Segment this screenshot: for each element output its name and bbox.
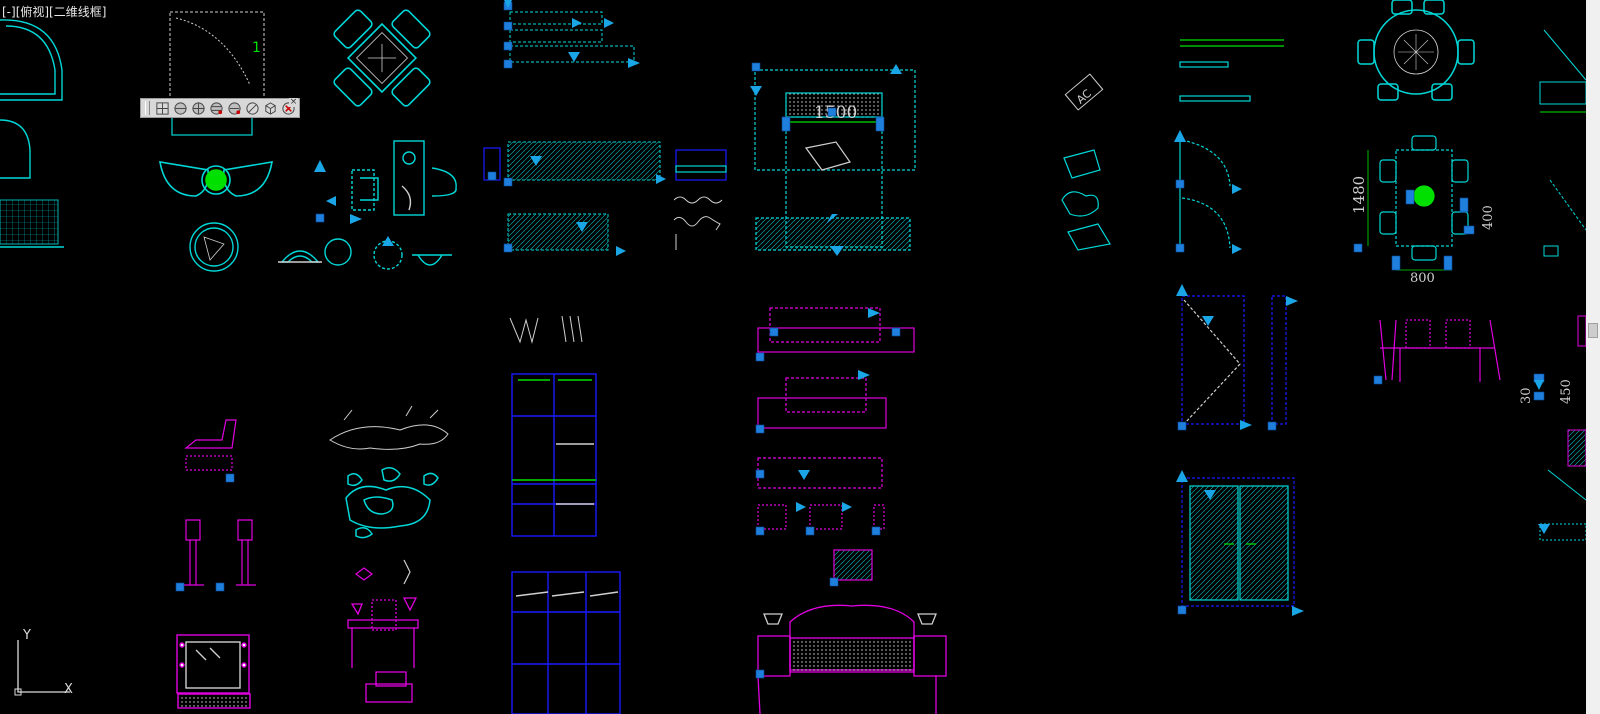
ac-label: AC (1074, 87, 1094, 107)
rect-dining-set (1367, 135, 1469, 271)
barstools-magenta (184, 519, 256, 586)
small-chairs (278, 238, 452, 270)
hanger-icons (509, 315, 583, 344)
right-edge-elements (1539, 29, 1587, 541)
grip-arrows[interactable] (314, 0, 1550, 616)
box-icon[interactable] (262, 100, 278, 116)
toolbar-grip[interactable] (145, 101, 150, 115)
front-view-icon[interactable] (190, 100, 206, 116)
sofa-elevations-magenta (757, 307, 915, 581)
scrollbar-thumb[interactable] (1588, 323, 1598, 338)
door-plans (1179, 39, 1284, 250)
left-grid-tile (0, 199, 59, 245)
toolbar-close-button[interactable]: × (289, 97, 298, 107)
view-cube-icon[interactable] (154, 100, 170, 116)
left-view-icon[interactable] (208, 100, 224, 116)
lounge-chair-magenta (184, 419, 237, 471)
round-dining-set (1357, 0, 1475, 101)
rock-garden (345, 467, 439, 539)
orbit-icon[interactable] (244, 100, 260, 116)
ucs-x-label: X (64, 682, 73, 697)
ucs-icon: Y X (14, 628, 84, 698)
curtain-squiggles (673, 196, 723, 250)
left-door-arc (0, 19, 63, 101)
table-height-dimension: 1480 (1350, 176, 1368, 214)
right-dim-a: 30 (1519, 387, 1534, 404)
dining-chairs-elevation-magenta (1379, 319, 1501, 382)
wardrobe-elevation-1 (511, 373, 597, 537)
viewport-label[interactable]: [-][俯视][二维线框] (2, 5, 107, 19)
mirror-number: 1 (252, 40, 261, 56)
ucs-y-label: Y (23, 628, 31, 643)
square-dining-set (333, 9, 431, 107)
right-dim-b: 450 (1559, 379, 1574, 404)
pillow-shapes (1061, 149, 1111, 251)
left-arch-piece (0, 119, 31, 179)
double-door-elevation (1181, 477, 1295, 607)
tree-branch-drawing (329, 405, 449, 450)
round-cushion (189, 222, 239, 272)
armchairs-pair (159, 161, 273, 197)
view-toolbar[interactable]: × (140, 98, 300, 118)
vanity-mirror-magenta (176, 634, 251, 709)
table-side-dimension: 400 (1481, 205, 1496, 230)
headboard-elevation-magenta (757, 604, 947, 714)
vertical-scrollbar[interactable] (1586, 0, 1600, 714)
elevation-strips-top (507, 11, 661, 251)
door-elevation-blue (1181, 295, 1287, 425)
bed-plan (754, 69, 916, 251)
selection-grips[interactable] (175, 1, 1545, 679)
top-view-icon[interactable] (172, 100, 188, 116)
wardrobe-elevation-2 (511, 571, 621, 714)
flowers-small (355, 559, 411, 585)
ac-unit (1064, 73, 1104, 111)
desk-chair-lamp-magenta (347, 597, 419, 703)
right-view-icon[interactable] (226, 100, 242, 116)
desk-with-chair (351, 140, 457, 216)
tv-unit-blue (483, 147, 727, 181)
table-width-dimension: 800 (1410, 271, 1435, 286)
